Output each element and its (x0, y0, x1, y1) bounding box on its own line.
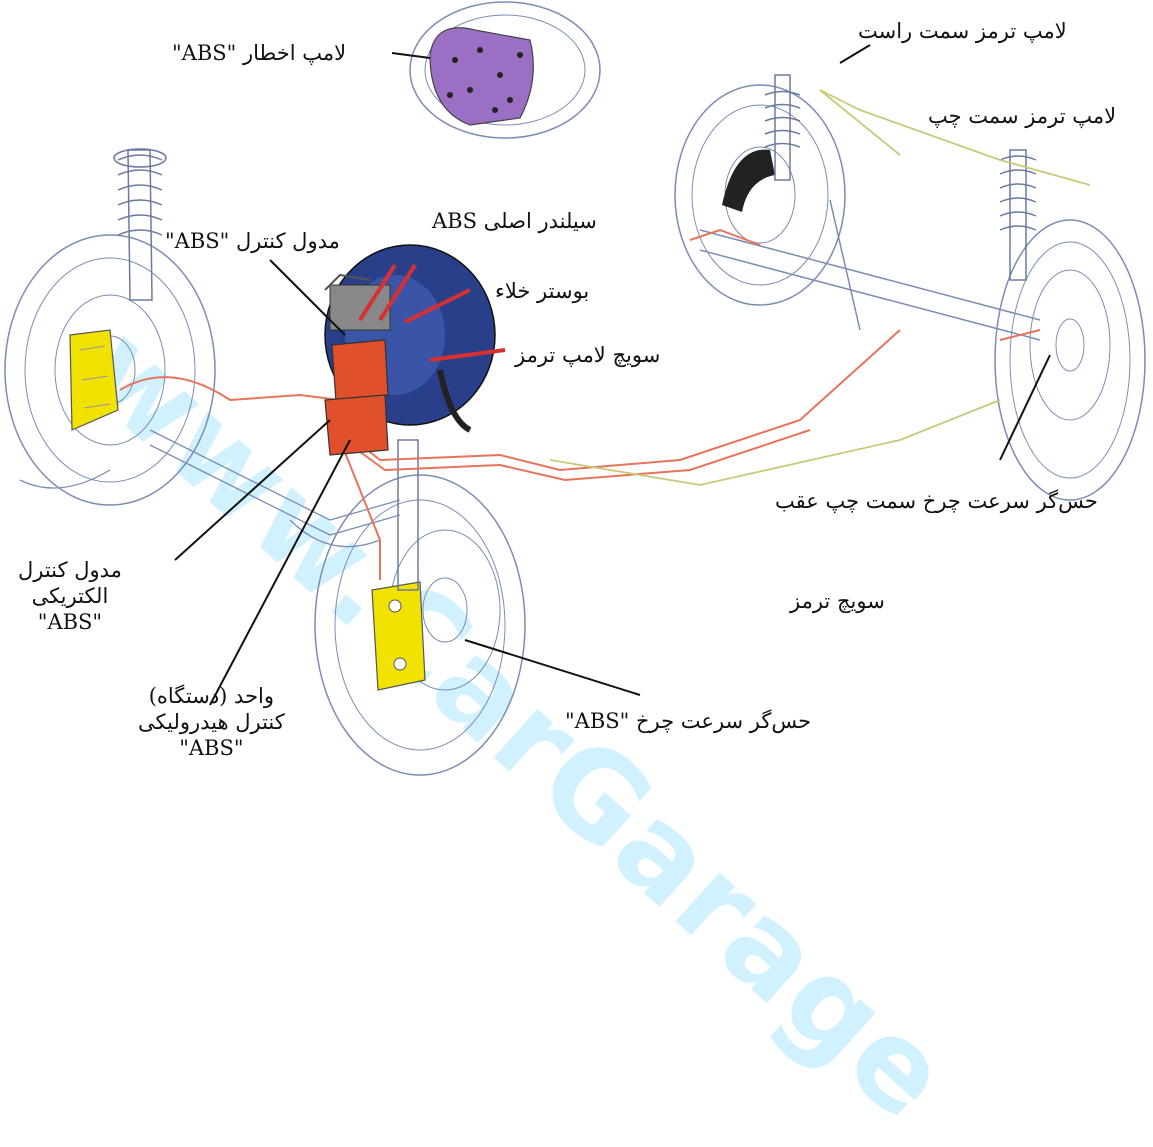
label-line: "ABS" (138, 735, 285, 761)
label-line: کنترل هیدرولیکی (138, 709, 285, 735)
label-line: مدول کنترل (18, 557, 122, 583)
leader-lines (175, 45, 1050, 705)
abs-system-diagram: www.CarGarage (0, 0, 1153, 780)
label-line: الکتریکی (18, 583, 122, 609)
label-electric-control-module: مدول کنترل الکتریکی "ABS" (18, 557, 122, 635)
abs-warning-lamp-cluster (430, 28, 533, 125)
rear-right-drum (722, 150, 775, 212)
label-abs-warning-lamp: لامپ اخطار "ABS" (172, 40, 346, 66)
label-rear-left-wheel-speed-sensor: حس‌گر سرعت چرخ سمت چپ عقب (775, 488, 1098, 514)
label-brake-lamp-switch: سویچ لامپ ترمز (515, 342, 660, 368)
label-line: واحد (دستگاه) (138, 683, 285, 709)
label-right-brake-lamp: لامپ ترمز سمت راست (858, 18, 1067, 44)
label-abs-wheel-speed-sensor: حس‌گر سرعت چرخ "ABS" (565, 708, 811, 734)
front-right-caliper (372, 582, 425, 690)
label-abs-control-module: مدول کنترل "ABS" (165, 228, 340, 254)
label-vacuum-booster: بوستر خلاء (495, 278, 589, 304)
label-hydraulic-control-unit: واحد (دستگاه) کنترل هیدرولیکی "ABS" (138, 683, 285, 761)
label-abs-master-cylinder: سیلندر اصلی ABS (432, 208, 597, 234)
wiring-harness (550, 90, 1090, 485)
front-right-strut (398, 440, 418, 590)
label-line: "ABS" (18, 609, 122, 635)
rear-right-wheel (675, 85, 845, 305)
front-left-caliper (70, 330, 118, 430)
rear-axle (700, 200, 1040, 340)
label-left-brake-lamp: لامپ ترمز سمت چپ (928, 103, 1116, 129)
label-brake-switch: سویچ ترمز (790, 588, 885, 614)
rear-left-wheel (995, 220, 1145, 500)
